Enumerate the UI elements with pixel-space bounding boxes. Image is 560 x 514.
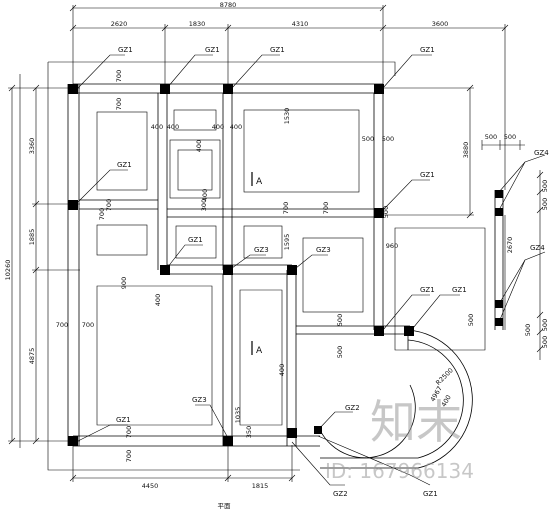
dim-700-f: 700 bbox=[82, 321, 94, 329]
dim-300: 300 bbox=[200, 199, 208, 211]
dim-gz4-r4: 500 bbox=[541, 336, 549, 348]
gz4-dimensions bbox=[481, 140, 544, 360]
dim-400-b: 400 bbox=[167, 123, 179, 131]
dim-overall-top: 8780 bbox=[220, 1, 237, 9]
label-gz1-6: GZ1 bbox=[420, 171, 435, 179]
leader-lines bbox=[77, 54, 546, 486]
dim-350: 350 bbox=[245, 426, 253, 438]
dim-left-2: 1885 bbox=[28, 229, 36, 246]
dim-700-c: 700 bbox=[105, 199, 113, 211]
dim-left-1: 3360 bbox=[28, 138, 36, 155]
beam-lines bbox=[67, 83, 504, 447]
room-outlines bbox=[96, 109, 486, 426]
dim-700-e: 700 bbox=[56, 321, 68, 329]
dim-960: 960 bbox=[386, 242, 398, 250]
dim-left-3: 4875 bbox=[28, 348, 36, 365]
dim-400-d: 400 bbox=[230, 123, 242, 131]
dim-gz4-b: 500 bbox=[504, 133, 516, 141]
label-gz3-1: GZ3 bbox=[254, 246, 269, 254]
left-dimension-chain bbox=[8, 84, 80, 445]
dim-900: 900 bbox=[120, 277, 128, 289]
dim-500-e: 500 bbox=[336, 346, 344, 358]
dim-gz4-r3: 500 bbox=[541, 319, 549, 331]
dim-400-c: 400 bbox=[212, 123, 224, 131]
dim-right-2: 2670 bbox=[506, 237, 514, 254]
dim-gz4-a: 500 bbox=[485, 133, 497, 141]
dim-top-4: 3600 bbox=[432, 20, 449, 28]
label-gz1-8: GZ1 bbox=[420, 286, 435, 294]
dim-gz4-r1: 500 bbox=[541, 180, 549, 192]
dim-bottom-2: 1815 bbox=[252, 482, 269, 490]
watermark-logo-text: 知末 bbox=[370, 395, 462, 449]
label-gz3-2: GZ3 bbox=[316, 246, 331, 254]
dim-400-e: 400 bbox=[195, 140, 203, 152]
dim-500-c: 500 bbox=[382, 206, 390, 218]
right-dimension-chain bbox=[383, 84, 506, 330]
dim-700-i: 700 bbox=[322, 202, 330, 214]
dim-700-d: 700 bbox=[98, 208, 106, 220]
dim-500-f: 500 bbox=[467, 314, 475, 326]
dim-top-1: 2620 bbox=[111, 20, 128, 28]
outline-lines bbox=[19, 61, 396, 471]
label-gz3-3: GZ3 bbox=[192, 396, 207, 404]
label-gz2-1: GZ2 bbox=[345, 404, 360, 412]
section-mark-a-2: A bbox=[256, 346, 263, 356]
dim-700-h: 700 bbox=[125, 450, 133, 462]
dim-400-a: 400 bbox=[151, 123, 163, 131]
dim-400-f: 400 bbox=[201, 189, 209, 201]
label-gz1-4: GZ1 bbox=[420, 46, 435, 54]
dim-700-g: 700 bbox=[125, 426, 133, 438]
dim-500-b: 500 bbox=[382, 135, 394, 143]
label-gz1-9: GZ1 bbox=[452, 286, 467, 294]
curved-bay bbox=[319, 329, 473, 469]
top-dimension-chain bbox=[69, 4, 509, 190]
label-gz1-10: GZ1 bbox=[116, 416, 131, 424]
section-mark-a-1: A bbox=[256, 177, 263, 187]
dim-bottom-1: 4450 bbox=[142, 482, 159, 490]
dim-700-j: 700 bbox=[282, 202, 290, 214]
column-labels: GZ1 GZ1 GZ1 GZ1 GZ1 GZ1 GZ1 GZ1 GZ1 GZ1 … bbox=[116, 46, 549, 498]
label-gz1-5: GZ1 bbox=[117, 161, 132, 169]
dim-700-b: 700 bbox=[115, 98, 123, 110]
label-gz1-3: GZ1 bbox=[270, 46, 285, 54]
label-gz4-2: GZ4 bbox=[530, 244, 545, 252]
dim-500-a: 500 bbox=[362, 135, 374, 143]
dim-gz4-r2: 500 bbox=[541, 198, 549, 210]
label-gz2-2: GZ2 bbox=[333, 490, 348, 498]
dim-1530: 1530 bbox=[283, 108, 291, 125]
dim-400-g: 400 bbox=[154, 294, 162, 306]
label-gz4-1: GZ4 bbox=[534, 149, 549, 157]
dim-500-d: 500 bbox=[336, 314, 344, 326]
dim-right-1: 3880 bbox=[462, 142, 470, 159]
dim-400-h: 400 bbox=[278, 364, 286, 376]
watermark: 知末 ID: 167966134 bbox=[325, 395, 474, 483]
dim-1035: 1035 bbox=[234, 407, 242, 424]
label-gz1-1: GZ1 bbox=[118, 46, 133, 54]
label-gz1-7: GZ1 bbox=[188, 236, 203, 244]
dim-700-a: 700 bbox=[115, 70, 123, 82]
drawing-title: 平面 bbox=[218, 502, 232, 510]
dim-1595: 1595 bbox=[283, 234, 291, 251]
dim-gz4-r5: 500 bbox=[524, 324, 532, 336]
label-gz1-11: GZ1 bbox=[423, 490, 438, 498]
label-gz1-2: GZ1 bbox=[205, 46, 220, 54]
dim-overall-left: 10260 bbox=[4, 260, 12, 281]
bottom-dimension-chain bbox=[69, 445, 296, 482]
dim-top-3: 4310 bbox=[292, 20, 309, 28]
dim-r2500: R2500 bbox=[434, 366, 455, 387]
watermark-id: ID: 167966134 bbox=[325, 459, 474, 483]
dim-top-2: 1830 bbox=[189, 20, 206, 28]
